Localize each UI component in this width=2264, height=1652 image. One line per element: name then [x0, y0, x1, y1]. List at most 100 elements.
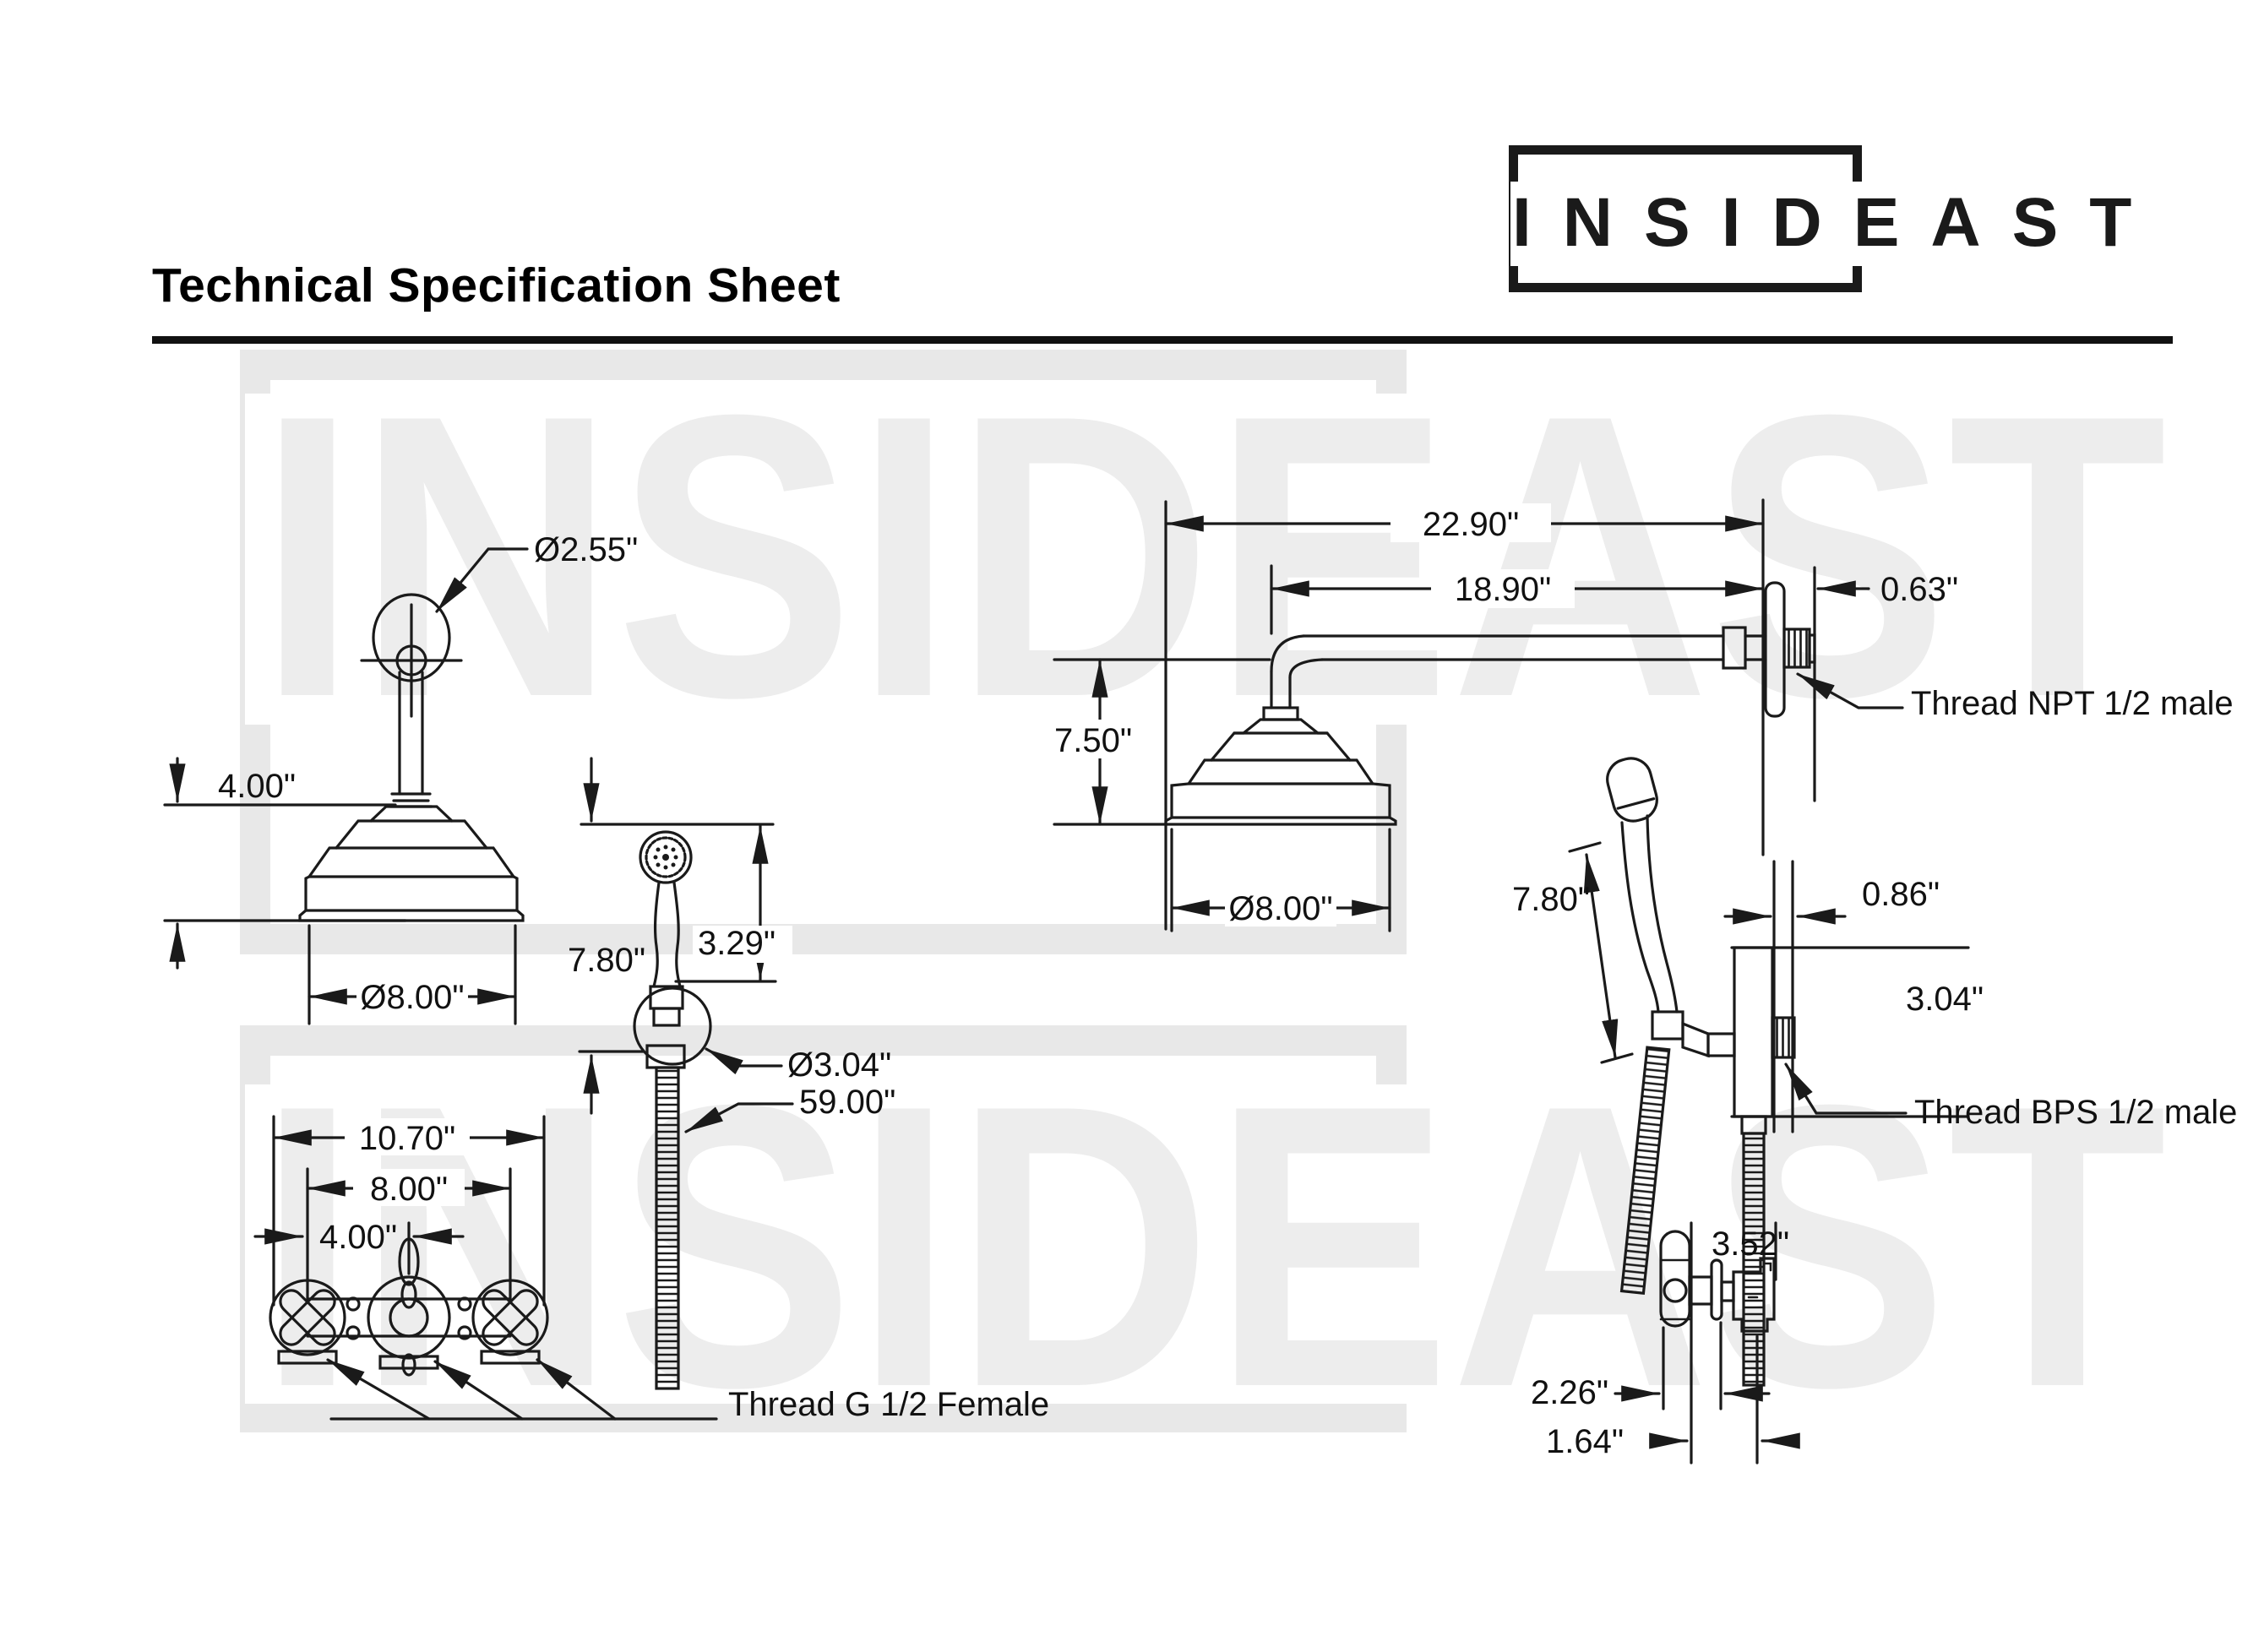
brand-logo: INSIDEAST: [1509, 145, 2167, 297]
dim-flange-dia: Ø2.55": [435, 531, 638, 613]
dim-half-distance: 4.00": [253, 1219, 465, 1275]
thread-nipple: [1771, 1016, 1796, 1059]
dim-label: 7.50": [1054, 722, 1132, 759]
thread-nipple: [1782, 628, 1811, 669]
dim-wall-offset: 0.86": [1723, 876, 1940, 925]
screw: [346, 1325, 361, 1340]
arm-tube: [1302, 634, 1767, 661]
dim-label: 59.00": [799, 1084, 895, 1121]
drawing-hand-shower-front: 7.80" 3.29" Ø3.04" 59.00": [568, 757, 895, 1390]
drop-pipe: [1270, 670, 1292, 709]
watermark-text: INSIDEAST: [258, 1021, 2167, 1470]
dim-label: 3.29": [698, 925, 776, 962]
note-thread-npt: Thread NPT 1/2 male: [1796, 672, 2234, 722]
dim-total-width: 10.70": [272, 1115, 546, 1307]
dim-label: 0.86": [1862, 876, 1940, 913]
hose-connector: [1740, 1115, 1767, 1135]
bell-outline: [1164, 718, 1397, 826]
handle-collar: [652, 1007, 681, 1027]
valve-body: [1732, 1257, 1776, 1333]
dim-label: Ø8.00": [1228, 890, 1332, 927]
drawing-hand-shower-side: 7.80" 0.86" 3.04" Thread BPS 1/2 male: [1512, 757, 2237, 1387]
bell-outline: [298, 805, 525, 922]
valve-stem: [1720, 1280, 1735, 1302]
dim-total-depth: 3.52": [1690, 1221, 1789, 1465]
handle-stem: [1688, 1275, 1713, 1306]
watermark-lower: INSIDEAST: [240, 1021, 2196, 1470]
note-thread-g: Thread G 1/2 Female: [326, 1358, 1049, 1423]
dim-label: 3.52": [1712, 1225, 1789, 1263]
watermark-knockout: [245, 1084, 2196, 1404]
dim-head-height: 4.00": [163, 757, 407, 970]
bell-section-lines: [1170, 731, 1391, 819]
watermark-upper: INSIDEAST: [240, 331, 2196, 954]
dim-handle-length: 3.29": [674, 824, 792, 983]
dim-length-slanted: 7.80": [1512, 841, 1634, 1064]
hand-shower-head-side: [1606, 757, 1658, 823]
down-pipe: [398, 671, 424, 796]
dim-label: 7.80": [568, 942, 645, 979]
drawing-valve-front: 10.70" 8.00" 4.00": [253, 1115, 1049, 1423]
screw: [457, 1296, 472, 1312]
dim-label: Ø2.55": [534, 531, 638, 568]
dim-label: 22.90": [1423, 506, 1519, 543]
elbow-pipe: [1706, 1032, 1736, 1057]
dim-wall-offset: 0.63": [1813, 566, 1958, 802]
dim-bracket-dia: Ø3.04": [705, 1046, 891, 1084]
dim-label: Ø8.00": [360, 979, 464, 1016]
dim-bracket-height: 3.04": [1730, 946, 1984, 1118]
dim-body-depth: 1.64": [1546, 1334, 1800, 1465]
dim-label: 8.00": [370, 1171, 448, 1208]
dim-length: 7.80": [568, 757, 645, 1115]
dim-label: Ø3.04": [787, 1046, 891, 1084]
note-thread-bps: Thread BPS 1/2 male: [1784, 1062, 2237, 1131]
arm-nut: [1722, 626, 1747, 670]
drawing-shower-arm-side: 22.90" 18.90" 0.63" 7.50": [1051, 498, 2234, 932]
dim-hose-length: 59.00": [684, 1084, 895, 1133]
screw: [457, 1325, 472, 1340]
hose: [655, 1066, 680, 1390]
note-label: Thread BPS 1/2 male: [1914, 1094, 2237, 1131]
dim-label: 2.26": [1531, 1374, 1608, 1411]
bracket-block: [1733, 946, 1774, 1118]
cross-handle-left: [269, 1279, 346, 1356]
centerline-cross: [360, 603, 463, 718]
dim-label: 18.90": [1455, 571, 1551, 608]
header-rule: [152, 336, 2173, 344]
cross-handle-right: [471, 1279, 549, 1356]
dim-head-dia: Ø8.00": [307, 924, 517, 1025]
hose-to-handle: [1619, 1046, 1671, 1295]
diverter-handle-center: [367, 1237, 451, 1377]
escutcheon: [277, 1350, 338, 1365]
dim-drop-height: 7.50": [1051, 658, 1271, 826]
escutcheon-plate: [1710, 1258, 1723, 1321]
dim-label: 7.80": [1512, 881, 1590, 918]
manifold-bar: [306, 1297, 512, 1338]
brand-logo-text: INSIDEAST: [1510, 182, 2167, 266]
handle: [652, 881, 682, 988]
handle-nut: [1651, 1010, 1684, 1041]
dim-total-length: 22.90": [1164, 500, 1765, 931]
wall-plate: [1764, 581, 1786, 718]
bell-section-lines: [304, 819, 519, 912]
drawing-valve-side: 3.52" 2.26" 1.64": [1531, 1221, 1800, 1465]
dim-label: 4.00": [319, 1219, 397, 1256]
wall-lines: [1772, 860, 1794, 1133]
elbow-joint: [1681, 1021, 1710, 1058]
spray-dots: [653, 845, 678, 870]
dim-label: 1.64": [1546, 1423, 1624, 1460]
arm-elbow: [1270, 634, 1324, 679]
dim-handle-depth: 2.26": [1531, 1321, 1771, 1411]
note-label: Thread G 1/2 Female: [728, 1386, 1049, 1423]
bracket-ring: [633, 986, 712, 1066]
note-label: Thread NPT 1/2 male: [1911, 685, 2234, 722]
drawing-shower-head-front: 4.00" Ø8.00" Ø2.55": [163, 531, 638, 1025]
nipple-tip: [1808, 633, 1816, 664]
dim-center-distance: 8.00": [306, 1167, 512, 1302]
dim-label: 0.63": [1880, 571, 1958, 608]
watermark-text: INSIDEAST: [258, 331, 2167, 780]
collar: [1262, 706, 1299, 721]
page-title: Technical Specification Sheet: [152, 258, 841, 312]
screw: [346, 1296, 361, 1312]
dim-arm-length: 18.90": [1270, 564, 1765, 635]
